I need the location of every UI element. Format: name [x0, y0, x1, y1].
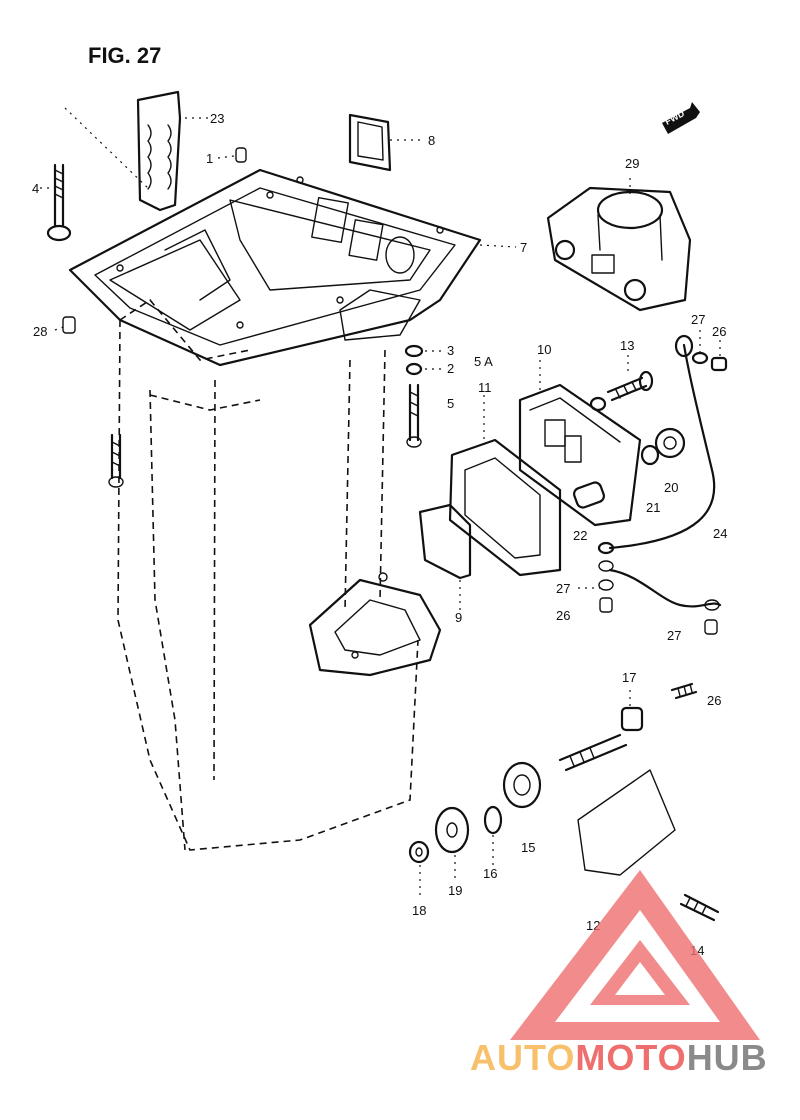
housing-side-bolt — [108, 433, 124, 488]
leader-lines — [40, 117, 721, 900]
label-part-22: 22 — [573, 528, 587, 543]
label-part-24: 24 — [713, 526, 727, 541]
housing-top-flange — [68, 168, 482, 367]
part-10-regulator-cover — [518, 383, 642, 527]
label-part-2: 2 — [447, 361, 454, 376]
part-22-sleeve — [573, 481, 605, 509]
part-3-washer — [404, 344, 424, 358]
label-part-11: 11 — [478, 380, 492, 395]
part-28-grommet — [62, 316, 76, 334]
ground-wire — [598, 560, 722, 635]
svg-text:AUTOMOTOHUB: AUTOMOTOHUB — [470, 1037, 768, 1078]
label-part-3: 3 — [447, 343, 454, 358]
part-16-bushing — [483, 805, 503, 835]
part-9-plate — [418, 503, 472, 580]
label-part-21: 21 — [646, 500, 660, 515]
label-part-15: 15 — [521, 840, 535, 855]
drive-shaft-housing — [117, 298, 419, 851]
part-19-washer — [434, 806, 470, 854]
part-2-washer — [405, 362, 423, 376]
part-8-seal — [348, 113, 392, 172]
label-part-27-top: 27 — [691, 312, 705, 327]
part-18-nut — [408, 840, 430, 864]
label-part-26-top: 26 — [712, 324, 726, 339]
part-17-nut — [620, 706, 644, 732]
label-part-29: 29 — [625, 156, 639, 171]
label-part-9: 9 — [455, 610, 462, 625]
lower-housing-cover — [308, 572, 442, 677]
part-20-grommet — [654, 427, 686, 459]
part-12-plate — [577, 769, 676, 876]
label-part-13: 13 — [620, 338, 634, 353]
part-23-water-tube — [64, 90, 182, 212]
watermark-moto: MOTO — [575, 1037, 686, 1078]
part-24-wire — [597, 334, 716, 555]
part-5-bolt — [406, 383, 422, 448]
part-4-bolt — [46, 163, 72, 242]
part-27-washer-top — [691, 351, 709, 365]
label-part-7: 7 — [520, 240, 527, 255]
part-14-bolt — [679, 893, 720, 922]
figure-title: FIG. 27 — [88, 43, 161, 68]
label-part-26-mid: 26 — [556, 608, 570, 623]
shaft-bolt — [558, 733, 628, 772]
label-part-1: 1 — [206, 151, 213, 166]
label-part-18: 18 — [412, 903, 426, 918]
watermark-logo — [510, 870, 760, 1040]
label-part-23: 23 — [210, 111, 224, 126]
watermark-auto: AUTO — [470, 1037, 575, 1078]
label-part-17: 17 — [622, 670, 636, 685]
forward-arrow-icon: FWD — [662, 102, 700, 134]
label-part-5a: 5 A — [474, 354, 493, 369]
label-part-16: 16 — [483, 866, 497, 881]
label-part-5: 5 — [447, 396, 454, 411]
watermark-hub: HUB — [687, 1037, 768, 1078]
label-part-4: 4 — [32, 181, 39, 196]
part-26-stud — [670, 682, 698, 700]
label-part-10: 10 — [537, 342, 551, 357]
part-26-nut-top — [710, 356, 728, 372]
part-21-washer — [640, 444, 660, 466]
label-part-19: 19 — [448, 883, 462, 898]
label-part-20: 20 — [664, 480, 678, 495]
label-part-8: 8 — [428, 133, 435, 148]
part-11-gasket — [448, 438, 562, 577]
part-15-grommet — [502, 761, 542, 809]
part-13-screw — [589, 370, 654, 412]
label-part-27-low: 27 — [667, 628, 681, 643]
label-part-27-mid: 27 — [556, 581, 570, 596]
label-part-28: 28 — [33, 324, 47, 339]
part-1-pin — [235, 147, 247, 163]
part-29-block — [546, 186, 692, 312]
watermark-text: AUTOMOTOHUB — [470, 1037, 768, 1078]
label-part-26-low: 26 — [707, 693, 721, 708]
